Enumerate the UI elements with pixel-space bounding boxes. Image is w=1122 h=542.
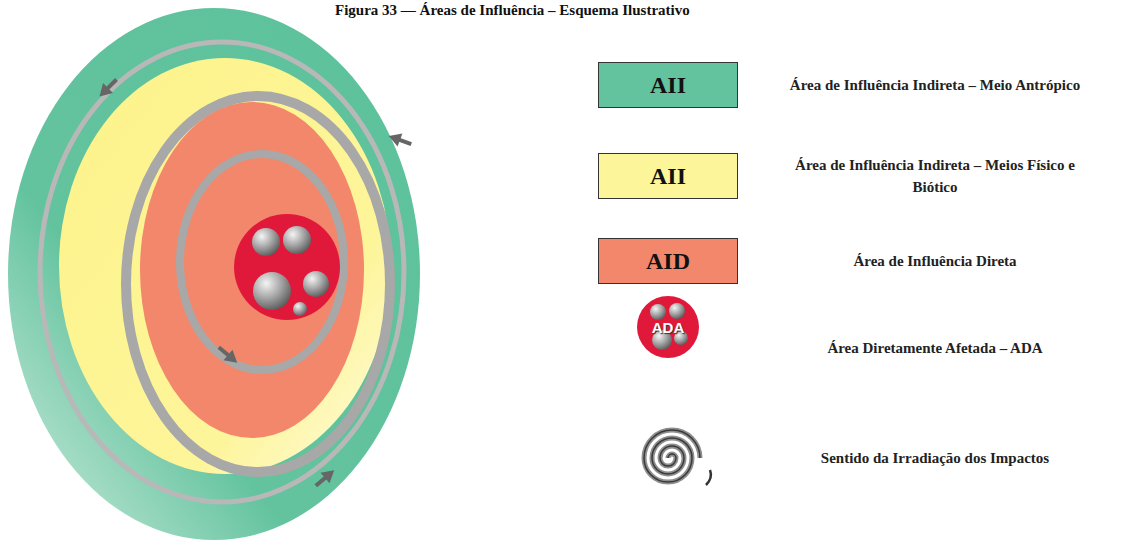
ada-icon bbox=[637, 296, 699, 358]
legend-text: Área de Influência Indireta – Meio Antró… bbox=[785, 74, 1085, 97]
irradiation-ring bbox=[40, 42, 404, 502]
ada-area bbox=[234, 214, 340, 320]
legend-swatch: AID bbox=[598, 238, 738, 284]
legend-text: Área de Influência Indireta – Meios Físi… bbox=[785, 154, 1085, 199]
sphere bbox=[293, 302, 307, 316]
icon-acronym: ADA bbox=[652, 319, 685, 336]
direction-arrow bbox=[386, 129, 413, 150]
sphere bbox=[650, 304, 666, 320]
aii-fisico-biotico-area bbox=[59, 58, 391, 474]
sphere bbox=[303, 271, 329, 297]
legend-text: Área de Influência Direta bbox=[785, 250, 1085, 273]
legend-swatch: AII bbox=[598, 62, 738, 108]
aii-antropico-area bbox=[8, 8, 420, 540]
legend-text: Sentido da Irradiação dos Impactos bbox=[785, 447, 1085, 470]
sphere bbox=[669, 303, 685, 319]
aid-area bbox=[140, 102, 364, 438]
figure-title: Figura 33 — Áreas de Influência – Esquem… bbox=[335, 2, 690, 19]
sphere bbox=[252, 228, 280, 256]
legend-swatch: AII bbox=[598, 153, 738, 199]
area-acronym: AII bbox=[650, 163, 686, 190]
direction-arrow bbox=[311, 465, 338, 491]
legend-text: Área Diretamente Afetada – ADA bbox=[785, 337, 1085, 360]
spiral-tail bbox=[706, 470, 711, 485]
area-acronym: AII bbox=[650, 72, 686, 99]
direction-arrow bbox=[95, 75, 122, 102]
area-acronym: AID bbox=[646, 248, 690, 275]
spiral-icon bbox=[644, 430, 700, 482]
sphere bbox=[283, 226, 311, 254]
direction-arrow bbox=[214, 342, 241, 368]
sphere bbox=[253, 272, 291, 310]
spiral-icon bbox=[644, 430, 700, 482]
irradiation-ring bbox=[126, 96, 390, 472]
irradiation-ring bbox=[180, 154, 344, 370]
